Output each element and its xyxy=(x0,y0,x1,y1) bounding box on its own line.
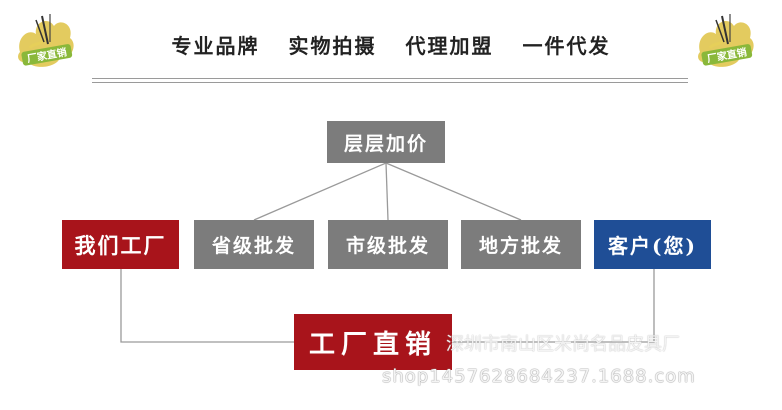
slogan-agent-franchise: 代理加盟 xyxy=(405,34,494,58)
header-divider-top xyxy=(92,78,688,79)
local-wholesale-box: 地方批发 xyxy=(461,220,581,269)
slogan-bar: 专业品牌 实物拍摄 代理加盟 一件代发 xyxy=(0,30,782,59)
shop-url-watermark: shop1457628684237.1688.com xyxy=(382,366,696,387)
customer-box: 客户(您) xyxy=(594,220,711,269)
our-factory-box: 我们工厂 xyxy=(62,220,179,269)
shop-name-watermark: 深圳市南山区米尚名品皮具厂 xyxy=(446,334,680,355)
slogan-professional-brand: 专业品牌 xyxy=(171,34,260,58)
factory-direct-badge-right: 厂家直销 xyxy=(698,14,754,67)
header-divider-bottom xyxy=(92,82,688,83)
slogan-real-photos: 实物拍摄 xyxy=(288,34,377,58)
markup-layers-box: 层层加价 xyxy=(327,121,445,163)
factory-direct-badge-left: 厂家直销 xyxy=(18,14,74,67)
factory-direct-sales-box: 工厂直销 xyxy=(294,314,452,370)
provincial-wholesale-box: 省级批发 xyxy=(194,220,314,269)
city-wholesale-box: 市级批发 xyxy=(328,220,448,269)
slogan-dropshipping: 一件代发 xyxy=(522,34,611,58)
